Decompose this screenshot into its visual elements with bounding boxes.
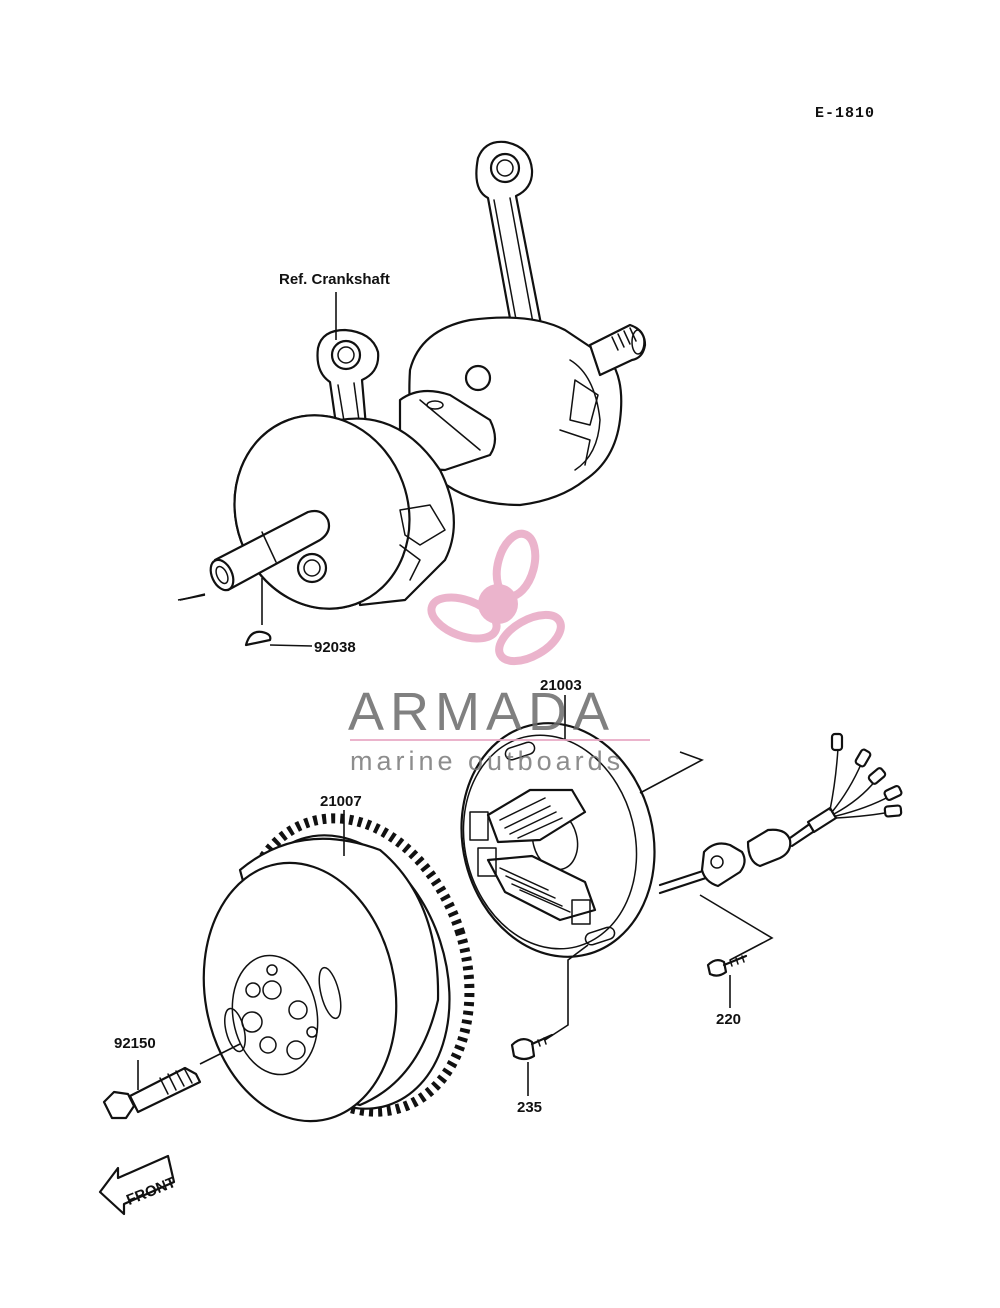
- clamp-screw-220: [699, 894, 774, 1008]
- flywheel-bolt-part-number: 92150: [114, 1035, 156, 1052]
- ref-crankshaft-label: Ref. Crankshaft: [279, 271, 390, 288]
- woodruff-key-92038: [244, 578, 313, 647]
- stator-part-number: 21003: [540, 677, 582, 694]
- stator-screw-235: [510, 944, 589, 1096]
- key-part-number: 92038: [314, 639, 356, 656]
- armada-watermark: ARMADA marine outboards: [348, 529, 650, 776]
- stator-illustration: [460, 722, 903, 958]
- diagram-code: E-1810: [815, 105, 875, 122]
- front-direction-arrow: FRONT: [98, 1154, 178, 1216]
- propeller-logo-icon: [427, 529, 565, 666]
- flywheel-part-number: 21007: [320, 793, 362, 810]
- stator-leader-right: [639, 751, 704, 794]
- watermark-subtitle: marine outboards: [350, 746, 624, 776]
- clamp-screw-part-number: 220: [716, 1011, 741, 1028]
- crankshaft-illustration: [177, 140, 647, 610]
- watermark-title: ARMADA: [348, 682, 615, 742]
- flywheel-illustration: [202, 813, 475, 1123]
- stator-screw-part-number: 235: [517, 1099, 542, 1116]
- flywheel-bolt-92150: [102, 1043, 241, 1120]
